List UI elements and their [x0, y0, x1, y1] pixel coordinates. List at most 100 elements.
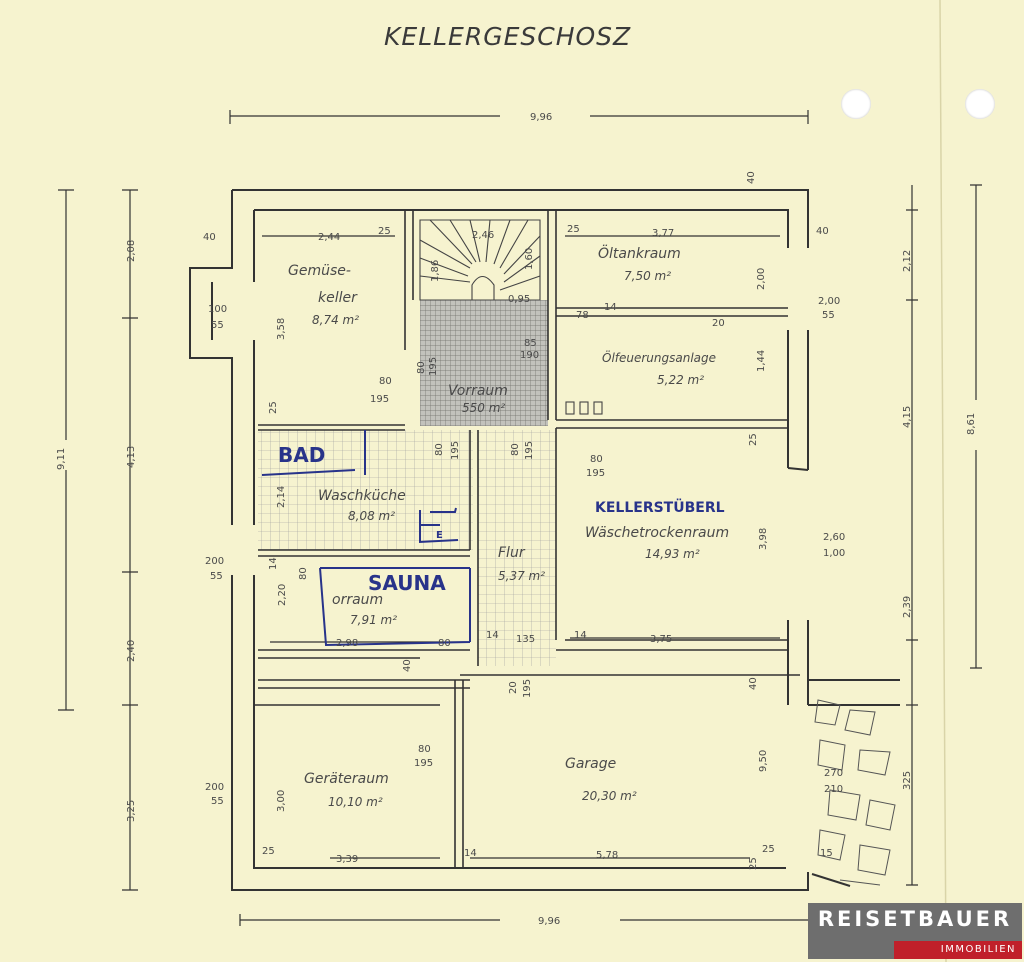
dim-298: 2,98: [336, 638, 358, 649]
dim-left-total: 9,11: [56, 448, 67, 470]
staircase: [419, 219, 603, 415]
dim-80f: 80: [298, 567, 309, 580]
room-oeltank-area: 7,50 m²: [624, 269, 671, 283]
dim-377: 3,77: [652, 228, 674, 239]
dim-398: 3,98: [758, 528, 769, 550]
room-oeltank-label: Öltankraum: [598, 244, 681, 262]
dim-14a: 14: [604, 302, 617, 313]
dim-210: 210: [824, 784, 843, 795]
dim-578: 5,78: [596, 850, 618, 861]
dim-14e: 14: [464, 848, 477, 859]
room-vorraum-area: 550 m²: [462, 401, 505, 415]
dim-80h: 80: [418, 744, 431, 755]
dim-186: 1,86: [430, 260, 441, 282]
handwritten-kellerstueberl: KELLERSTÜBERL: [595, 498, 725, 516]
room-flur-area: 5,37 m²: [498, 569, 545, 583]
dim-190: 190: [520, 350, 539, 361]
dim-195b: 195: [428, 357, 439, 376]
flur-tiles: [478, 430, 556, 666]
dimension-lines: [58, 110, 982, 926]
room-feuerung-area: 5,22 m²: [657, 373, 704, 387]
dim-135: 135: [516, 634, 535, 645]
handwritten-marks: [261, 430, 471, 647]
room-garage-area: 20,30 m²: [582, 789, 637, 803]
room-geraete-area: 10,10 m²: [328, 795, 383, 809]
dim-80d: 80: [510, 443, 521, 456]
room-garage-label: Garage: [565, 756, 616, 772]
company-logo: REISETBAUER IMMOBILIEN: [808, 903, 1022, 959]
plan-title: KELLERGESCHOSZ: [384, 22, 632, 51]
dim-195e: 195: [586, 468, 605, 479]
dim-14c: 14: [486, 630, 499, 641]
dim-20: 20: [712, 318, 725, 329]
dim-bottom-total: 9,96: [538, 916, 560, 927]
dim-220: 2,20: [277, 584, 288, 606]
dim-200b: 2,00: [818, 296, 840, 307]
dim-200d: 200: [205, 782, 224, 793]
stone-paving: [814, 699, 896, 886]
dim-100: 100: [208, 304, 227, 315]
dim-78: 78: [576, 310, 589, 321]
dim-80e: 80: [590, 454, 603, 465]
dim-r-212: 2,12: [902, 250, 913, 272]
dim-80b: 80: [416, 361, 427, 374]
dim-r-415: 4,15: [902, 406, 913, 428]
dim-r-325: 325: [902, 771, 913, 790]
handwritten-bad: BAD: [278, 443, 325, 467]
dim-80a: 80: [379, 376, 392, 387]
dim-25d: 25: [748, 433, 759, 446]
dim-l-208: 2,08: [126, 240, 137, 262]
dim-40d: 40: [402, 659, 413, 672]
handwritten-sauna: SAUNA: [368, 571, 446, 595]
dim-100b: 1,00: [823, 548, 845, 559]
dim-right-total: 8,61: [966, 413, 977, 435]
dim-85: 85: [524, 338, 537, 349]
dim-40c: 40: [746, 171, 757, 184]
dim-195f: 195: [522, 679, 533, 698]
dim-14b: 14: [268, 557, 279, 570]
dim-214: 2,14: [276, 486, 287, 508]
dim-80g: 80: [438, 638, 451, 649]
dim-40a: 40: [203, 232, 216, 243]
dim-14d: 14: [574, 630, 587, 641]
dim-top-total: 9,96: [530, 112, 552, 123]
dim-25b: 25: [567, 224, 580, 235]
dim-300: 3,00: [276, 790, 287, 812]
interior-walls: [254, 210, 800, 868]
dim-55a: 55: [211, 320, 224, 331]
outer-walls: [189, 189, 900, 891]
room-gemuese-area: 8,74 m²: [312, 313, 359, 327]
dim-55c: 55: [210, 571, 223, 582]
dim-270: 270: [824, 768, 843, 779]
dim-339: 3,39: [336, 854, 358, 865]
dim-55b: 55: [822, 310, 835, 321]
room-gemuese-label-1: Gemüse-: [288, 263, 351, 279]
room-vorraum2-area: 7,91 m²: [350, 613, 397, 627]
dim-260: 2,60: [823, 532, 845, 543]
vorraum-tiles: [420, 300, 548, 426]
dim-195c: 195: [450, 441, 461, 460]
room-waschkueche-label: Waschküche: [318, 488, 406, 504]
punch-hole-left: [841, 89, 871, 119]
room-vorraum-label: Vorraum: [448, 383, 508, 399]
dim-15: 15: [820, 848, 833, 859]
dim-r-239: 2,39: [902, 596, 913, 618]
dim-144: 1,44: [756, 350, 767, 372]
room-gemuese-label-2: keller: [318, 290, 358, 306]
dim-25e: 25: [262, 846, 275, 857]
dim-195g: 195: [414, 758, 433, 769]
handwritten-e: E: [436, 530, 443, 541]
dim-20b: 20: [508, 681, 519, 694]
room-geraete-label: Geräteraum: [304, 771, 389, 787]
logo-sub: IMMOBILIEN: [894, 941, 1022, 959]
room-feuerung-label: Ölfeuerungsanlage: [602, 349, 716, 365]
dim-950: 9,50: [758, 750, 769, 772]
room-waschkueche-area: 8,08 m²: [348, 509, 395, 523]
dim-40e: 40: [748, 677, 759, 690]
dim-40b: 40: [816, 226, 829, 237]
dimension-labels: 9,96 9,96 9,11 8,61 2,08 4,13 2,40 3,25 …: [56, 112, 977, 927]
logo-name: REISETBAUER: [817, 907, 1013, 931]
dim-55d: 55: [211, 796, 224, 807]
dim-25g: 25: [748, 857, 759, 870]
